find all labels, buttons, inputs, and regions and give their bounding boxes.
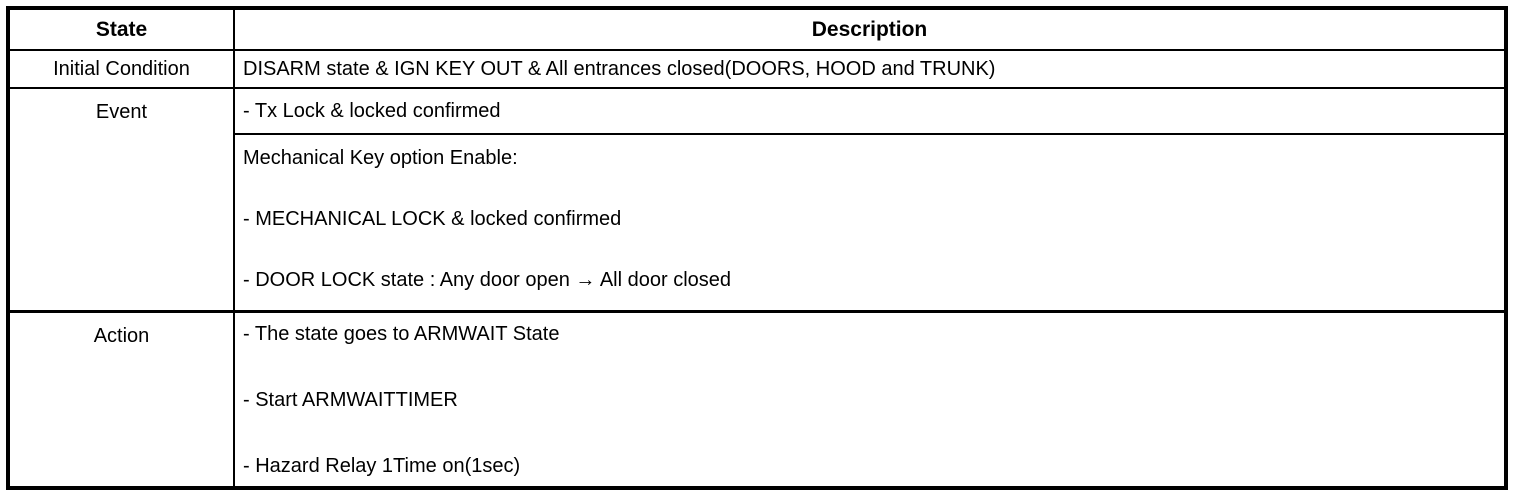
- event-row: Event - Tx Lock & locked confirmed: [7, 87, 1507, 312]
- event-label: Event: [7, 87, 235, 312]
- event-mechanical-description: Mechanical Key option Enable: - MECHANIC…: [233, 133, 1507, 312]
- action-row: Action - The state goes to ARMWAIT State…: [7, 309, 1507, 489]
- mechanical-line-stack: Mechanical Key option Enable: - MECHANIC…: [243, 135, 1496, 294]
- event-mechanical-row: Mechanical Key option Enable: - MECHANIC…: [8, 133, 1507, 312]
- mechanical-option-line: Mechanical Key option Enable:: [243, 147, 518, 169]
- action-label: Action: [7, 309, 235, 489]
- armwaittimer-line: - Start ARMWAITTIMER: [243, 388, 458, 411]
- initial-condition-row: Initial Condition DISARM state & IGN KEY…: [7, 49, 1507, 89]
- door-lock-state-line: - DOOR LOCK state : Any door open → All …: [243, 269, 732, 291]
- mechanical-lock-line: - MECHANICAL LOCK & locked confirmed: [243, 208, 622, 230]
- state-description-table: State Description Initial Condition DISA…: [6, 6, 1508, 490]
- description-column-header: Description: [233, 7, 1507, 51]
- event-tx-lock-description: - Tx Lock & locked confirmed: [233, 87, 1507, 135]
- action-description: - The state goes to ARMWAIT State - Star…: [233, 309, 1507, 489]
- action-line-stack: - The state goes to ARMWAIT State - Star…: [243, 313, 1496, 480]
- armwait-state-line: - The state goes to ARMWAIT State: [243, 322, 560, 345]
- hazard-relay-line: - Hazard Relay 1Time on(1sec): [243, 454, 521, 477]
- table-header-row: State Description: [7, 7, 1507, 51]
- state-column-header: State: [7, 7, 235, 51]
- initial-condition-description: DISARM state & IGN KEY OUT & All entranc…: [233, 49, 1507, 89]
- initial-condition-label: Initial Condition: [7, 49, 235, 89]
